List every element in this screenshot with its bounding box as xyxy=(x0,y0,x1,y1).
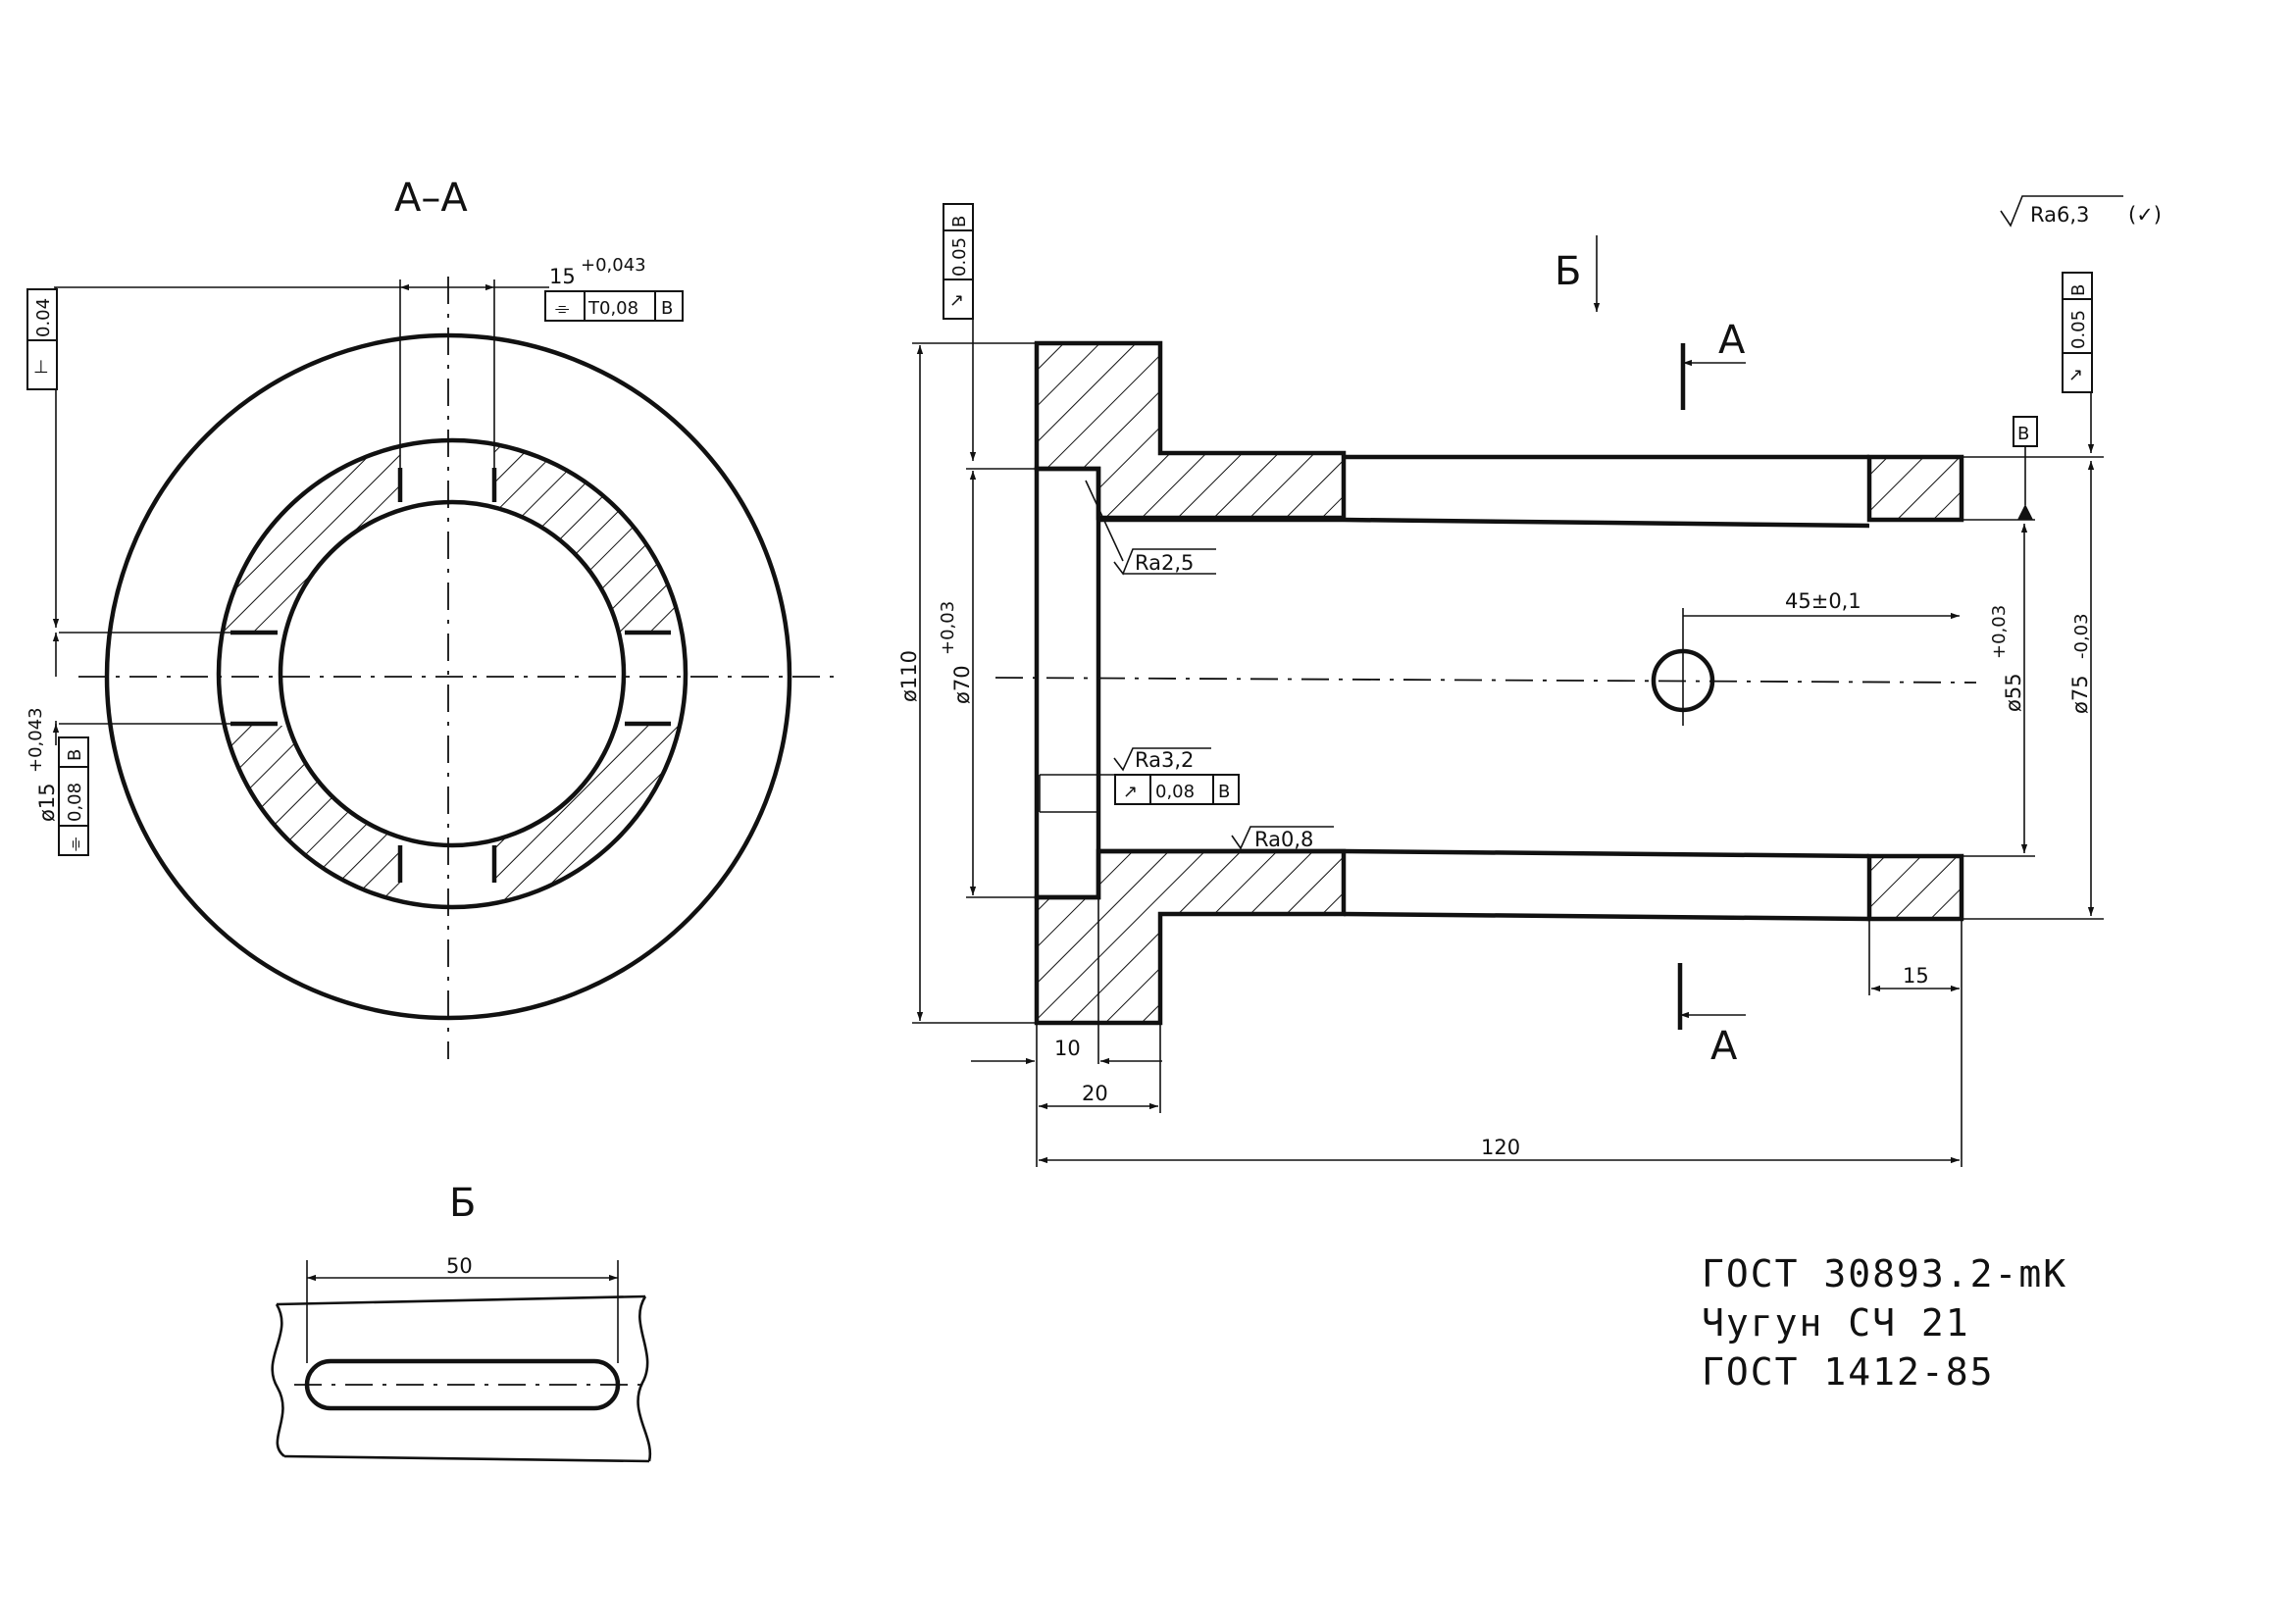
svg-text:0.05: 0.05 xyxy=(949,237,970,277)
end-ring-bottom-hatch xyxy=(1866,853,1964,922)
end-ring-top-hatch xyxy=(1866,454,1964,523)
dim-dia-75-tol: -0,03 xyxy=(2071,613,2092,659)
view-b: Б 50 xyxy=(271,1181,652,1463)
svg-text:0,08: 0,08 xyxy=(65,783,85,822)
cut-label-top: A xyxy=(1718,318,1746,363)
dim-hole-position: 45±0,1 xyxy=(1785,589,1861,613)
counterbore xyxy=(1034,466,1101,900)
dim-length-20: 20 xyxy=(1082,1082,1108,1105)
dim-dia-55: ø55 xyxy=(2002,673,2025,712)
note-line-1: ГОСТ 30893.2-mK xyxy=(1702,1252,2067,1295)
dim-dia-110: ø110 xyxy=(897,650,921,702)
datum-b-marker: B xyxy=(2013,416,2038,520)
roughness-general: Ra6,3 (✓) xyxy=(2000,195,2162,228)
svg-text:Ra0,8: Ra0,8 xyxy=(1254,828,1313,851)
view-arrow-label: Б xyxy=(1555,249,1581,294)
svg-text:0,08: 0,08 xyxy=(1155,782,1195,802)
dim-dia-75: ø75 xyxy=(2068,675,2092,714)
svg-text:↗: ↗ xyxy=(2068,365,2083,385)
dim-slot-length: 50 xyxy=(446,1254,473,1278)
roughness-bore-entry: Ra2,5 xyxy=(1085,480,1216,576)
svg-text:B: B xyxy=(65,749,85,761)
svg-text:Ra2,5: Ra2,5 xyxy=(1135,551,1194,575)
svg-text:B: B xyxy=(1218,782,1230,802)
runout-frame-right: ↗ 0.05 B xyxy=(2062,272,2095,453)
perpendicular-icon: ⊥ xyxy=(33,357,49,378)
dim-length-10: 10 xyxy=(1054,1037,1081,1060)
dim-slot-width-top-tol: +0,043 xyxy=(581,255,646,276)
svg-text:B: B xyxy=(2017,424,2029,444)
slot-projection-lines xyxy=(59,279,495,725)
svg-text:B: B xyxy=(949,216,970,228)
dim-slot-width-left-tol: +0,043 xyxy=(25,707,46,773)
bore-edge xyxy=(278,499,627,848)
tube-wall xyxy=(1098,454,1870,922)
technical-notes: ГОСТ 30893.2-mK Чугун СЧ 21 ГОСТ 1412-85 xyxy=(1702,1252,2067,1394)
perpendicularity-frame: ⊥ 0.04 xyxy=(26,286,400,628)
svg-text:T0,08: T0,08 xyxy=(587,298,638,319)
roughness-bore: Ra0,8 xyxy=(1231,826,1334,851)
ring-outer-edge xyxy=(216,437,688,910)
cut-label-bottom: A xyxy=(1710,1024,1738,1069)
runout-frame-left: ↗ 0.05 B xyxy=(943,203,977,461)
dim-length-120: 120 xyxy=(1481,1136,1520,1159)
symmetry-frame-top: ⌯ T0,08 B xyxy=(544,290,684,322)
dim-length-15: 15 xyxy=(1903,964,1929,988)
break-line-left xyxy=(271,1303,285,1458)
slot-walls xyxy=(230,468,671,883)
main-axis xyxy=(994,677,1977,684)
dim-dia-70: ø70 xyxy=(950,665,974,704)
note-line-3: ГОСТ 1412-85 xyxy=(1702,1350,1995,1394)
svg-text:Ra3,2: Ra3,2 xyxy=(1135,748,1194,772)
main-section-view: A A Б ø110 ø70 +0,03 ↗ 0.05 B ø55 xyxy=(897,195,2162,1167)
svg-text:(✓): (✓) xyxy=(2128,203,2162,227)
section-aa-title: A–A xyxy=(394,176,468,221)
break-line-right xyxy=(637,1295,652,1462)
symmetry-icon: ⌯ xyxy=(555,298,570,319)
flange-top-hatch xyxy=(1034,340,1347,521)
svg-text:B: B xyxy=(2068,284,2089,296)
dim-slot-width-top: 15 xyxy=(549,265,576,288)
runout-icon: ↗ xyxy=(949,290,964,311)
view-b-title: Б xyxy=(449,1181,476,1226)
svg-text:B: B xyxy=(661,298,673,319)
svg-text:Ra6,3: Ra6,3 xyxy=(2030,203,2089,227)
flange-bottom-hatch xyxy=(1034,848,1347,1026)
roughness-face: Ra3,2 ↗ 0,08 B xyxy=(1039,747,1240,813)
svg-text:↗: ↗ xyxy=(1123,782,1138,802)
svg-text:⌯: ⌯ xyxy=(65,837,85,851)
svg-text:0.05: 0.05 xyxy=(2068,310,2089,349)
dim-dia-55-tol: +0,03 xyxy=(1989,605,2010,659)
section-aa-view: A–A 15 +0,043 xyxy=(25,176,834,1059)
symmetry-frame-left: B 0,08 ⌯ xyxy=(58,736,89,856)
note-line-2: Чугун СЧ 21 xyxy=(1702,1301,1970,1345)
dim-dia-70-tol: +0,03 xyxy=(938,601,958,655)
dim-slot-width-left: ø15 xyxy=(35,783,59,822)
svg-text:0.04: 0.04 xyxy=(33,298,54,337)
